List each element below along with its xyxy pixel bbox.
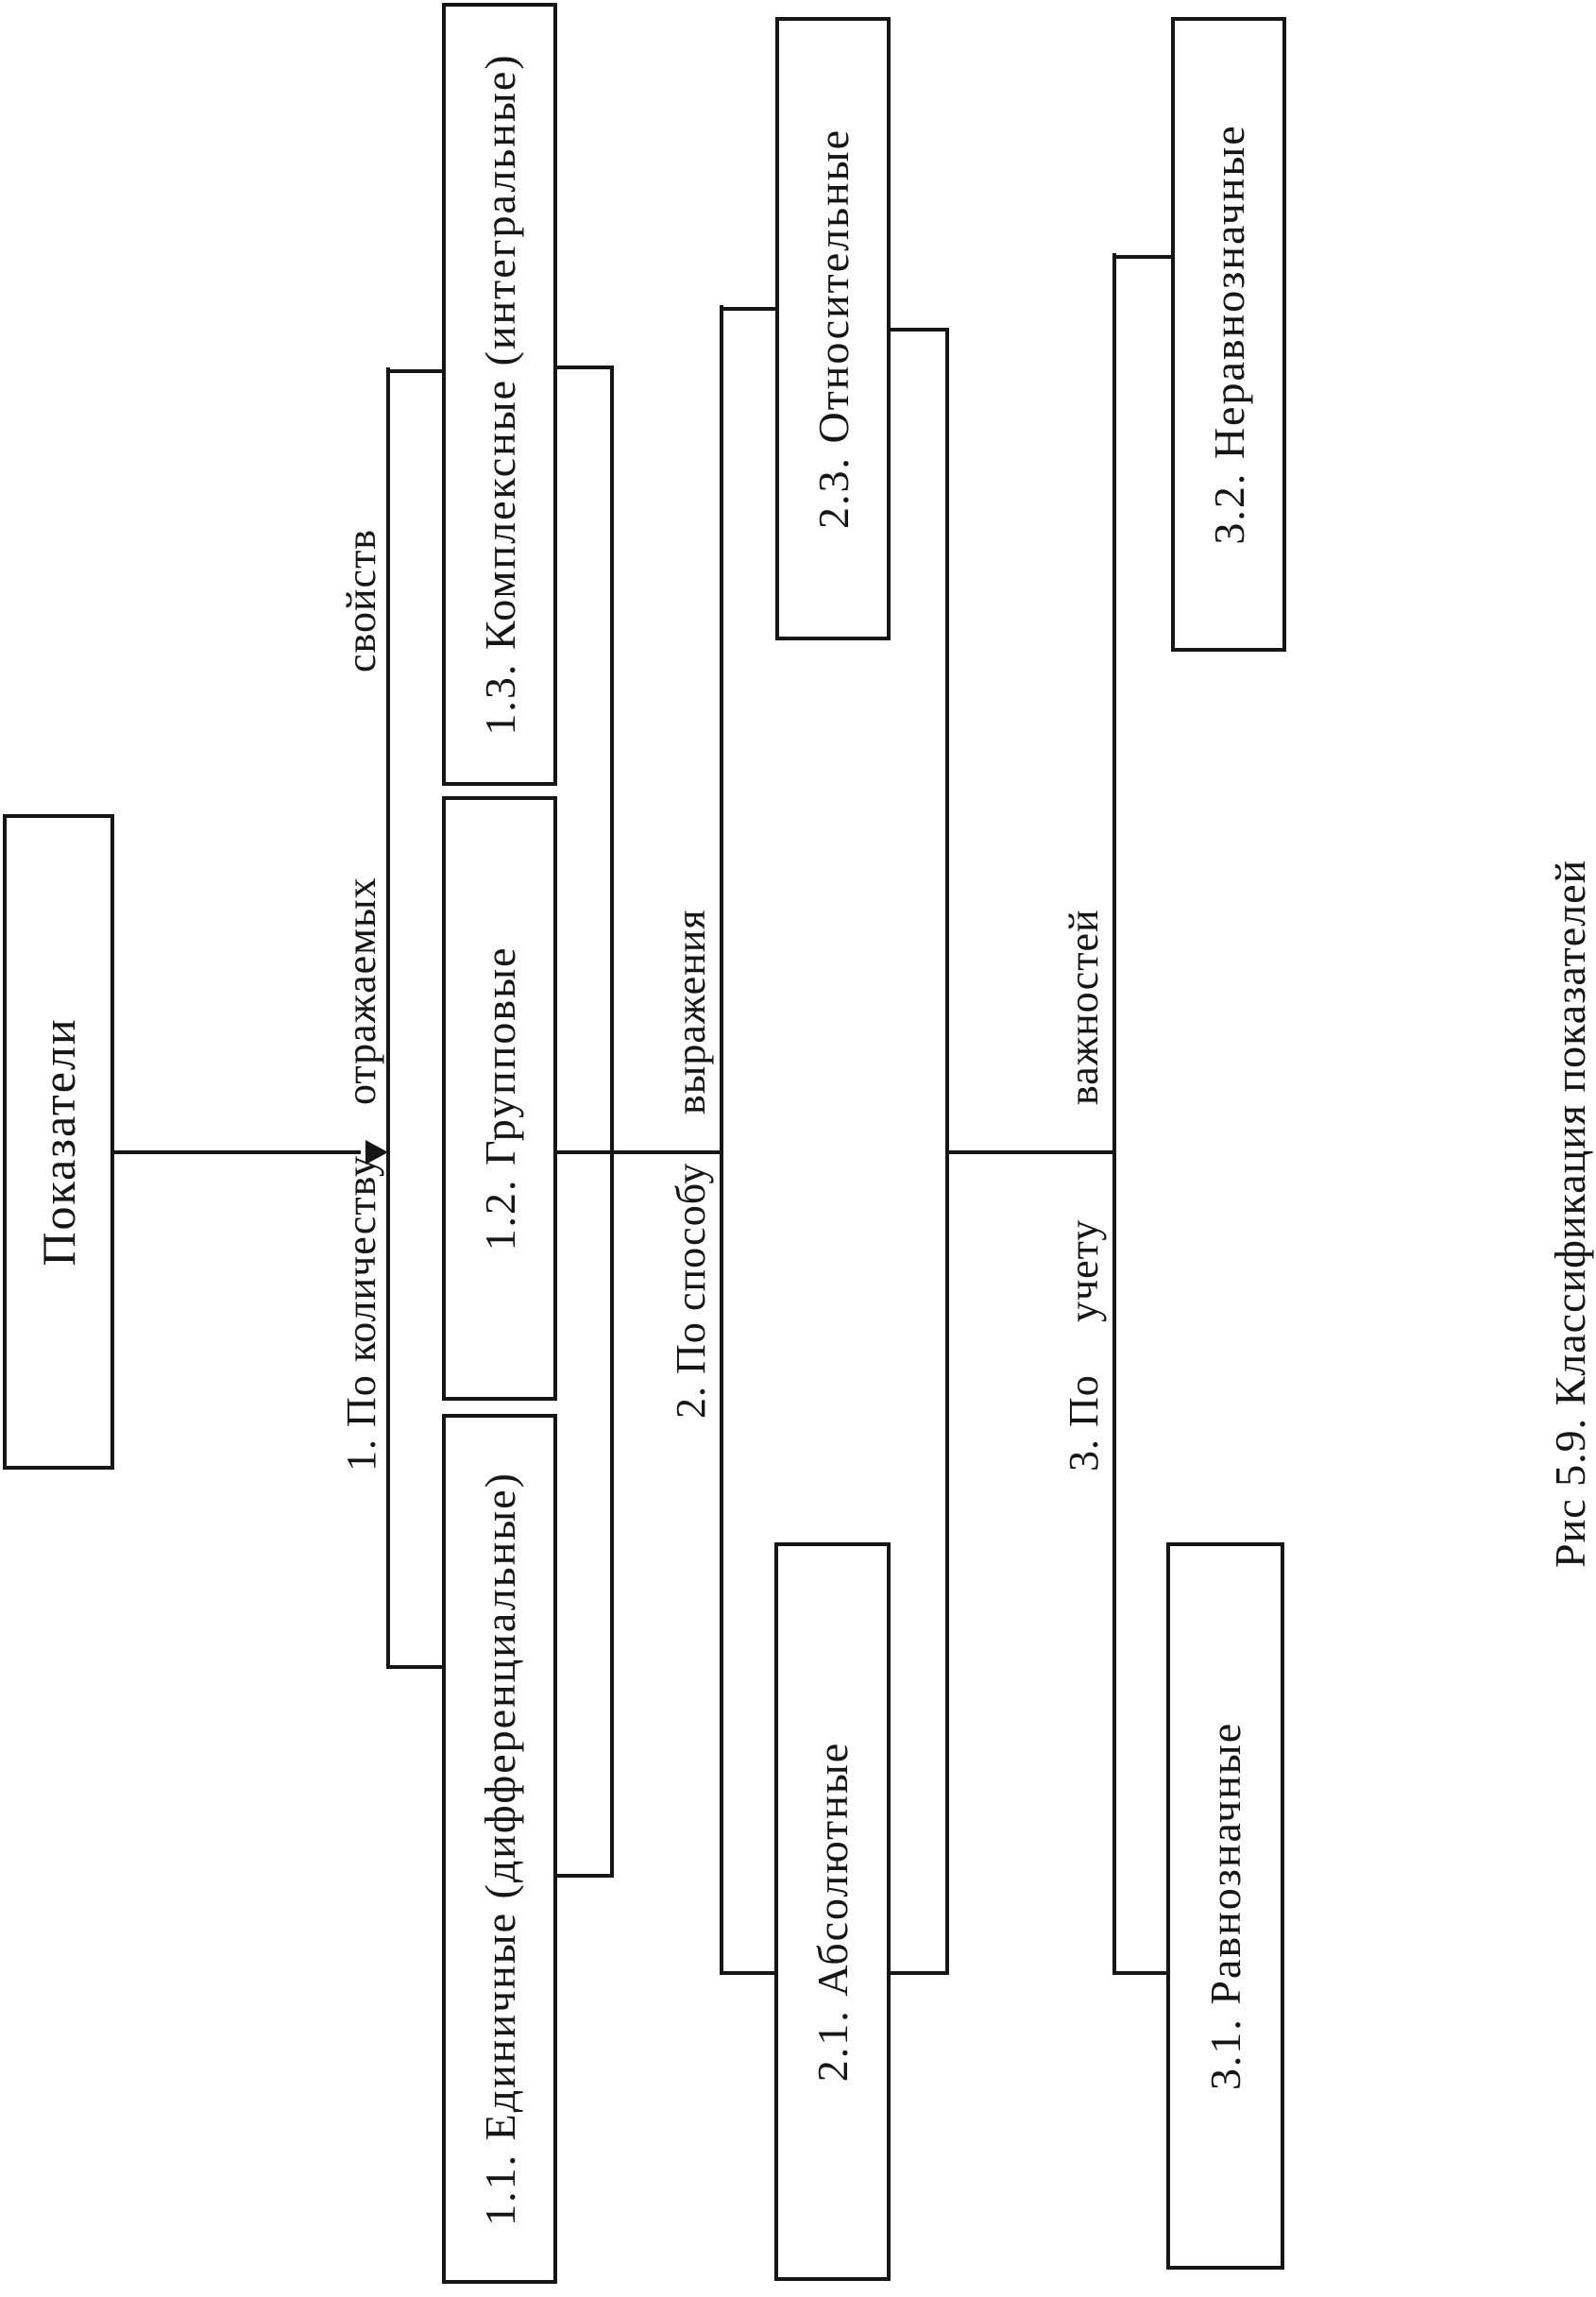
rail2b-to-box21-stub	[722, 1971, 776, 1975]
box-1-3: 1.3. Комплексные (интегральные)	[442, 3, 557, 786]
group2-label-word: выражения	[668, 909, 714, 1114]
rail1-to-box11-stub	[388, 1665, 442, 1669]
box23-to-rail3a-stub	[889, 328, 949, 332]
group2-label-word: способу	[668, 1162, 714, 1311]
box-2-1: 2.1. Абсолютные	[774, 1542, 891, 2281]
box-3-2: 3.2. Неравнозначные	[1171, 17, 1286, 652]
group2-label-word: 2. По	[668, 1321, 714, 1419]
box21-to-rail3a-stub	[889, 1971, 949, 1975]
box-1-2: 1.2. Групповые	[442, 796, 557, 1401]
box-1-1: 1.1. Единичные (дифференциальные)	[442, 1414, 557, 2284]
rail3b-to-box31-stub	[1114, 1971, 1166, 1975]
rail2b-to-box23-stub	[722, 307, 778, 311]
group1-label-word: свойств	[338, 528, 384, 672]
group1-label-word: 1. По	[338, 1374, 384, 1472]
trunk-connector	[111, 1150, 361, 1154]
group3-label-word: важностей	[1061, 909, 1107, 1105]
rail1-to-box13-stub	[388, 369, 444, 373]
group3-bus-rail	[1112, 253, 1116, 1975]
rail3a-to-rail3b-connector	[947, 1150, 1116, 1154]
box-2-3: 2.3. Относительные	[775, 17, 891, 640]
box13-to-rail2a-stub	[557, 366, 614, 369]
group1-label-word: количеству	[338, 1155, 384, 1362]
box12-to-rail2b-stub	[557, 1150, 723, 1154]
group3-label-word: 3. По	[1061, 1374, 1107, 1472]
figure-caption: Рис 5.9. Классификация показателей	[1546, 859, 1594, 1568]
box11-to-rail2a-stub	[557, 1874, 614, 1878]
group1-label-word: отражаемых	[338, 876, 384, 1105]
box-3-1: 3.1. Равнозначные	[1166, 1542, 1284, 2270]
group2-bus-rail	[720, 305, 723, 1975]
group1-rail	[386, 367, 390, 1669]
rail3b-to-box32-stub	[1114, 255, 1171, 259]
group2-upper-rail	[610, 366, 614, 1878]
group3-label-word: учету	[1061, 1218, 1107, 1322]
root-box-pokazateli: Показатели	[3, 814, 114, 1470]
